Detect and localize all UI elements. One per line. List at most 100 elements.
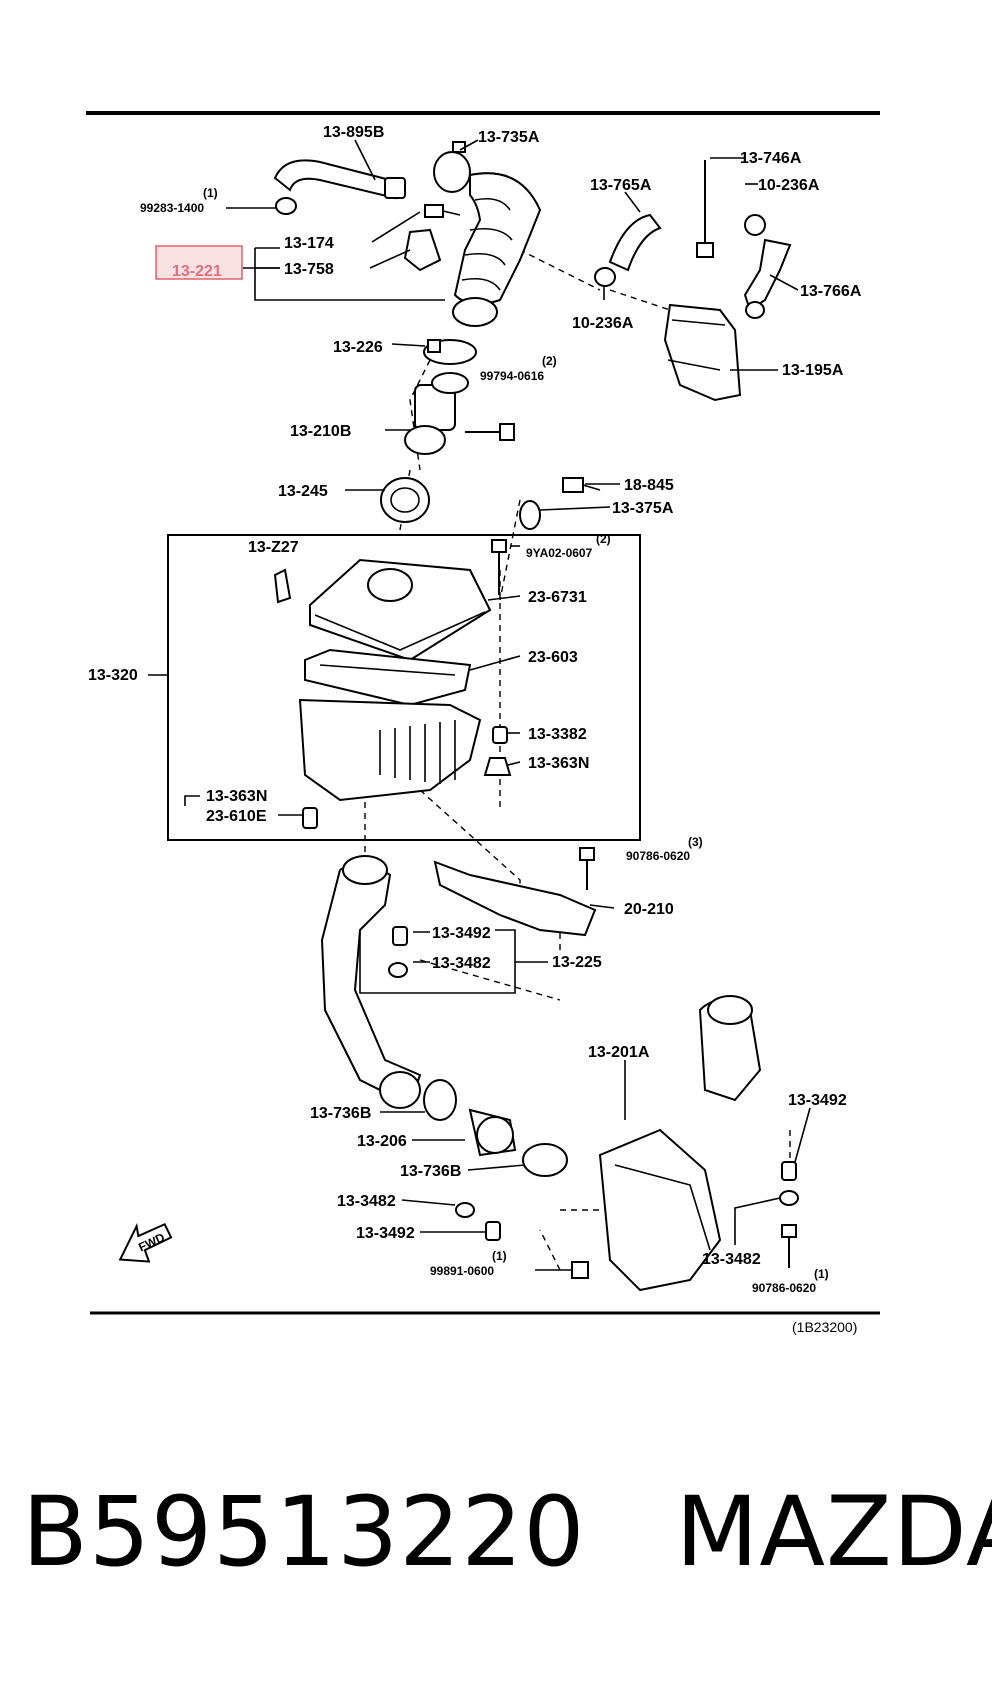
leader-lines xyxy=(148,139,811,1271)
air-cleaner-cover-23-6731[interactable] xyxy=(309,558,492,662)
resonator-13-195A[interactable] xyxy=(663,303,742,402)
label-13-736B-b[interactable]: 13-736B xyxy=(400,1163,461,1180)
label-13-375A[interactable]: 13-375A xyxy=(612,500,674,517)
label-13-746A[interactable]: 13-746A xyxy=(740,150,802,167)
label-99891-qty: (1) xyxy=(492,1249,507,1263)
label-90786-qty-top: (3) xyxy=(688,835,703,849)
bolt-13-3482-c[interactable] xyxy=(779,1190,799,1206)
label-23-603[interactable]: 23-603 xyxy=(528,649,578,666)
label-13-3382[interactable]: 13-3382 xyxy=(528,726,587,743)
bolt-13-3482-b[interactable] xyxy=(455,1202,475,1218)
label-13-320[interactable]: 13-320 xyxy=(88,667,138,684)
label-13-895B[interactable]: 13-895B xyxy=(323,124,384,141)
clamp-10-236A-top[interactable] xyxy=(744,214,766,236)
label-13-765A[interactable]: 13-765A xyxy=(590,177,652,194)
label-9YA02-qty: (2) xyxy=(596,532,611,546)
intake-hose-13-225[interactable] xyxy=(320,855,422,1109)
grommet-13-3492-c[interactable] xyxy=(485,1221,501,1241)
label-13-Z27[interactable]: 13-Z27 xyxy=(248,539,299,556)
bolt-13-3482-a[interactable] xyxy=(388,962,408,978)
hose-13-766A[interactable] xyxy=(743,238,792,319)
clip-13-Z27[interactable] xyxy=(273,568,292,604)
brand-name: MAZDA xyxy=(675,1476,992,1588)
label-13-3482-c[interactable]: 13-3482 xyxy=(702,1251,761,1268)
label-90786-0620-bottom[interactable]: 90786-0620 xyxy=(752,1281,816,1295)
connector-13-245[interactable] xyxy=(380,477,430,523)
spacer-13-3382[interactable] xyxy=(492,726,508,744)
svg-text:FWD: FWD xyxy=(136,1230,167,1254)
label-13-201A[interactable]: 13-201A xyxy=(588,1044,650,1061)
label-20-210[interactable]: 20-210 xyxy=(624,901,674,918)
resonator-13-758[interactable] xyxy=(403,228,442,272)
clamp-10-236A-bottom[interactable] xyxy=(594,267,616,287)
breather-hose-13-895B[interactable] xyxy=(273,159,406,200)
label-13-195A[interactable]: 13-195A xyxy=(782,362,844,379)
mount-13-363N-left[interactable] xyxy=(302,807,318,829)
mount-13-363N-right[interactable] xyxy=(483,757,512,776)
product-caption: B59513220 MAZDA xyxy=(22,1472,992,1592)
bolt-90786-0620-top[interactable] xyxy=(579,847,595,890)
airflow-meter-13-210B[interactable] xyxy=(404,372,469,455)
label-99283-qty: (1) xyxy=(203,186,218,200)
clamp-13-735A[interactable] xyxy=(433,141,471,193)
bolt-99794-0616[interactable] xyxy=(465,423,515,441)
label-9YA02-0607[interactable]: 9YA02-0607 xyxy=(526,546,593,560)
label-13-221-highlighted[interactable]: 13-221 xyxy=(172,263,222,280)
bolt-9YA02-0607[interactable] xyxy=(491,539,507,595)
highlight-box-13-221 xyxy=(155,245,243,280)
label-99794-qty: (2) xyxy=(542,354,557,368)
fwd-arrow-icon: FWD xyxy=(118,1222,173,1263)
intake-duct-13-221[interactable] xyxy=(452,172,542,327)
air-filter-element-23-603[interactable] xyxy=(304,648,472,707)
label-13-3492-a[interactable]: 13-3492 xyxy=(432,925,491,942)
label-23-6731[interactable]: 23-6731 xyxy=(528,589,587,606)
bolt-13-174[interactable] xyxy=(424,204,461,218)
bracket-20-210[interactable] xyxy=(433,860,597,937)
clamp-99283-1400[interactable] xyxy=(275,197,297,215)
label-23-610E[interactable]: 23-610E xyxy=(206,808,267,825)
grommet-13-3492-a[interactable] xyxy=(392,926,408,946)
label-13-758[interactable]: 13-758 xyxy=(284,261,334,278)
label-13-206[interactable]: 13-206 xyxy=(357,1133,407,1150)
label-13-210B[interactable]: 13-210B xyxy=(290,423,351,440)
clamp-13-226[interactable] xyxy=(423,339,477,365)
label-99891-0600[interactable]: 99891-0600 xyxy=(430,1264,494,1278)
bolt-13-746A[interactable] xyxy=(696,160,714,258)
label-13-3492-b[interactable]: 13-3492 xyxy=(788,1092,847,1109)
label-13-3482-b[interactable]: 13-3482 xyxy=(337,1193,396,1210)
label-13-735A[interactable]: 13-735A xyxy=(478,129,540,146)
label-13-245[interactable]: 13-245 xyxy=(278,483,328,500)
part-labels: 13-895B 13-735A (1) 99283-1400 13-746A 1… xyxy=(88,124,862,1335)
grommet-13-375A[interactable] xyxy=(519,500,541,530)
label-13-3482-a[interactable]: 13-3482 xyxy=(432,955,491,972)
label-13-363N-left[interactable]: 13-363N xyxy=(206,788,267,805)
label-10-236A-top[interactable]: 10-236A xyxy=(758,177,820,194)
air-cleaner-assembly-frame-13-320[interactable] xyxy=(167,534,641,841)
clamp-13-736B-a[interactable] xyxy=(423,1079,457,1121)
parts-diagram: FWD xyxy=(86,111,880,1335)
air-cleaner-lower-13-201A[interactable] xyxy=(598,995,762,1292)
label-99283-1400[interactable]: 99283-1400 xyxy=(140,201,204,215)
label-13-3492-c[interactable]: 13-3492 xyxy=(356,1225,415,1242)
label-13-174[interactable]: 13-174 xyxy=(284,235,334,252)
label-99794-0616[interactable]: 99794-0616 xyxy=(480,369,544,383)
label-13-226[interactable]: 13-226 xyxy=(333,339,383,356)
label-90786-0620-top[interactable]: 90786-0620 xyxy=(626,849,690,863)
bolt-90786-0620-bottom[interactable] xyxy=(781,1224,797,1268)
diagram-ref-code: (1B23200) xyxy=(792,1319,857,1335)
label-18-845[interactable]: 18-845 xyxy=(624,477,674,494)
clamp-13-736B-b[interactable] xyxy=(522,1143,568,1177)
tube-13-206[interactable] xyxy=(468,1108,517,1157)
grommet-13-3492-b[interactable] xyxy=(781,1161,797,1181)
label-10-236A-bottom[interactable]: 10-236A xyxy=(572,315,634,332)
air-cleaner-case-23-610E[interactable] xyxy=(298,698,482,802)
sensor-18-845[interactable] xyxy=(562,477,601,493)
part-number: B59513220 xyxy=(22,1476,586,1588)
label-13-766A[interactable]: 13-766A xyxy=(800,283,862,300)
label-13-363N-right[interactable]: 13-363N xyxy=(528,755,589,772)
hose-13-765A[interactable] xyxy=(608,213,662,272)
label-13-736B-a[interactable]: 13-736B xyxy=(310,1105,371,1122)
nut-99891-0600[interactable] xyxy=(571,1261,589,1279)
label-90786-qty-bottom: (1) xyxy=(814,1267,829,1281)
label-13-225[interactable]: 13-225 xyxy=(552,954,602,971)
